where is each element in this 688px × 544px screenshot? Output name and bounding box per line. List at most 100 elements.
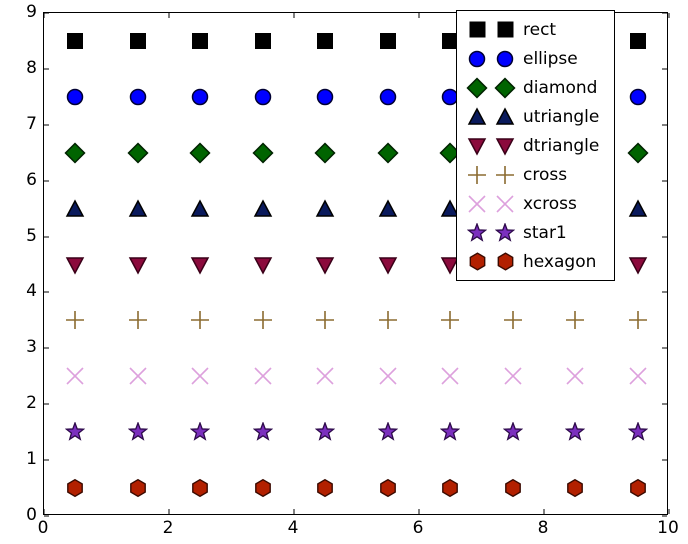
data-point-xcross xyxy=(565,366,585,386)
y-tick xyxy=(44,124,49,126)
data-point-hexagon xyxy=(566,478,585,498)
legend-item-rect[interactable]: rect xyxy=(463,15,608,44)
data-point-hexagon xyxy=(191,478,210,498)
y-tick-right xyxy=(662,180,667,182)
y-tick-label: 0 xyxy=(26,505,37,525)
y-tick-right xyxy=(662,291,667,293)
data-point-hexagon xyxy=(128,478,147,498)
legend-item-ellipse[interactable]: ellipse xyxy=(463,44,608,73)
data-point-utriangle xyxy=(628,199,648,219)
y-tick-right xyxy=(662,124,667,126)
y-tick-label: 6 xyxy=(26,169,37,190)
data-point-ellipse xyxy=(379,88,397,106)
y-tick-label: 9 xyxy=(26,2,37,22)
data-point-rect xyxy=(67,32,84,49)
legend-handle-group xyxy=(463,165,519,185)
data-point-star1 xyxy=(377,421,399,442)
x-tick-label: 0 xyxy=(37,518,49,538)
legend-label: xcross xyxy=(523,193,577,214)
x-tick-top xyxy=(668,13,670,18)
legend-label: ellipse xyxy=(523,48,578,69)
data-point-star1 xyxy=(439,421,461,442)
data-point-ellipse xyxy=(316,88,334,106)
data-point-diamond xyxy=(252,142,274,164)
data-point-ellipse xyxy=(629,88,647,106)
legend-marker-square-icon xyxy=(469,21,486,38)
y-tick-label: 2 xyxy=(26,393,37,414)
data-point-star1 xyxy=(189,421,211,442)
legend-handle-group xyxy=(463,76,519,99)
legend-item-hexagon[interactable]: hexagon xyxy=(463,247,608,276)
legend-handle-group xyxy=(463,194,519,214)
legend-item-xcross[interactable]: xcross xyxy=(463,189,608,218)
legend-label: utriangle xyxy=(523,106,600,127)
data-point-dtriangle xyxy=(378,255,398,275)
legend-marker-diamond-icon xyxy=(466,76,488,99)
legend-marker-hexagon-icon xyxy=(496,252,515,271)
data-point-cross xyxy=(65,310,85,330)
legend-marker-x-icon xyxy=(467,194,487,214)
legend-item-cross[interactable]: cross xyxy=(463,160,608,189)
y-tick xyxy=(44,459,49,461)
data-point-dtriangle xyxy=(128,255,148,275)
legend-marker-square-icon xyxy=(497,21,514,38)
data-point-utriangle xyxy=(128,199,148,219)
data-point-diamond xyxy=(64,142,86,164)
x-tick-top xyxy=(168,13,170,18)
x-tick-label: 8 xyxy=(537,518,549,538)
legend-label: hexagon xyxy=(523,251,597,272)
y-tick-label: 8 xyxy=(26,57,37,78)
x-tick-label: 4 xyxy=(287,518,299,538)
data-point-hexagon xyxy=(378,478,397,498)
data-point-diamond xyxy=(189,142,211,164)
legend-marker-plus-icon xyxy=(467,165,487,185)
legend-handle-group xyxy=(463,221,519,243)
data-point-hexagon xyxy=(503,478,522,498)
legend-item-utriangle[interactable]: utriangle xyxy=(463,102,608,131)
legend-item-dtriangle[interactable]: dtriangle xyxy=(463,131,608,160)
y-tick-right xyxy=(662,515,667,517)
data-point-ellipse xyxy=(254,88,272,106)
data-point-rect xyxy=(317,32,334,49)
legend-item-star1[interactable]: star1 xyxy=(463,218,608,247)
y-tick-label: 4 xyxy=(26,281,37,302)
data-point-cross xyxy=(190,310,210,330)
data-point-star1 xyxy=(564,421,586,442)
y-tick xyxy=(44,12,49,14)
data-point-rect xyxy=(129,32,146,49)
data-point-cross xyxy=(128,310,148,330)
data-point-dtriangle xyxy=(190,255,210,275)
x-tick xyxy=(418,509,420,514)
y-tick xyxy=(44,515,49,517)
data-point-xcross xyxy=(378,366,398,386)
legend-box[interactable]: rect ellipse diamond utriangle dtriangle cros… xyxy=(456,10,615,281)
data-point-cross xyxy=(628,310,648,330)
data-point-ellipse xyxy=(129,88,147,106)
data-point-hexagon xyxy=(316,478,335,498)
data-point-rect xyxy=(379,32,396,49)
data-point-dtriangle xyxy=(65,255,85,275)
data-point-diamond xyxy=(314,142,336,164)
y-tick-right xyxy=(662,403,667,405)
y-tick xyxy=(44,236,49,238)
data-point-cross xyxy=(315,310,335,330)
legend-label: dtriangle xyxy=(523,135,600,156)
x-tick-top xyxy=(293,13,295,18)
legend-marker-diamond-icon xyxy=(494,76,516,99)
x-tick-label: 2 xyxy=(162,518,174,538)
x-tick xyxy=(43,509,45,514)
data-point-xcross xyxy=(503,366,523,386)
legend-item-diamond[interactable]: diamond xyxy=(463,73,608,102)
data-point-dtriangle xyxy=(315,255,335,275)
legend-handle-group xyxy=(463,252,519,271)
y-tick-label: 3 xyxy=(26,337,37,358)
data-point-diamond xyxy=(127,142,149,164)
data-point-diamond xyxy=(627,142,649,164)
y-tick-right xyxy=(662,68,667,70)
x-tick-label: 6 xyxy=(412,518,424,538)
data-point-cross xyxy=(378,310,398,330)
data-point-star1 xyxy=(127,421,149,442)
data-point-hexagon xyxy=(253,478,272,498)
data-point-dtriangle xyxy=(440,255,460,275)
